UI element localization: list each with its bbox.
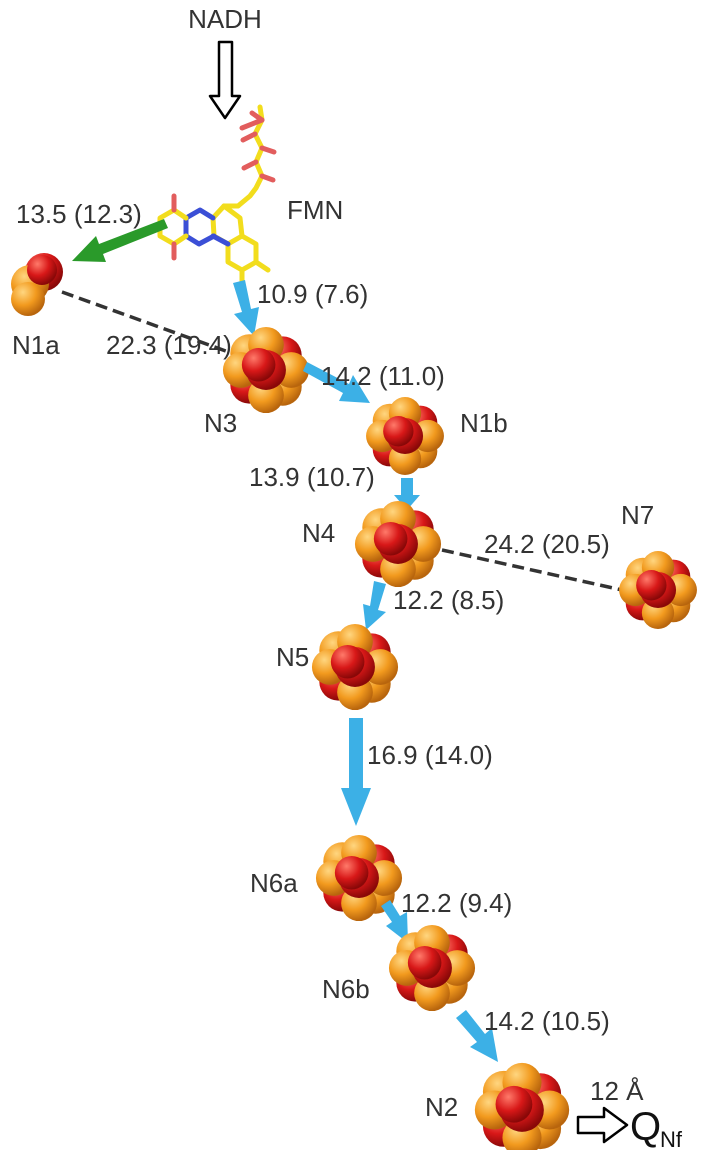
- n3-cluster: [222, 326, 310, 414]
- n4-cluster: [354, 500, 442, 588]
- n6a-label: N6a: [250, 868, 298, 898]
- n5-cluster: [311, 623, 399, 711]
- n6a-to-n6b-arrow: [381, 900, 408, 943]
- nadh-input-arrow: [208, 40, 242, 120]
- n4-n7-distance-line: [441, 548, 623, 592]
- n1a-cluster: [11, 253, 63, 316]
- q-subscript: Nf: [660, 1127, 683, 1150]
- n1a-n3-distance-line: [61, 290, 235, 356]
- fmn-to-n1a-arrow: [72, 219, 168, 262]
- n2-label: N2: [425, 1092, 458, 1122]
- n2-to-q-arrow: [576, 1106, 629, 1144]
- q-label: Q: [630, 1105, 661, 1149]
- n1a-n3-distance: 22.3 (19.4): [106, 330, 232, 360]
- n5-label: N5: [276, 642, 309, 672]
- n5-n6a-distance: 16.9 (14.0): [367, 740, 493, 770]
- fmn-molecule: [157, 104, 277, 287]
- n2-cluster: [474, 1062, 570, 1150]
- fmn-to-n3-arrow: [233, 280, 259, 336]
- n4-n7-distance: 24.2 (20.5): [484, 529, 610, 559]
- nadh-label: NADH: [188, 4, 262, 34]
- n4-n5-distance: 12.2 (8.5): [393, 585, 504, 615]
- fmn-label: FMN: [287, 195, 343, 225]
- fmn-n1a-distance: 13.5 (12.3): [16, 199, 142, 229]
- n3-label: N3: [204, 408, 237, 438]
- n6b-n2-distance: 14.2 (10.5): [484, 1006, 610, 1036]
- n1b-n4-distance: 13.9 (10.7): [249, 462, 375, 492]
- n1b-cluster: [366, 397, 444, 475]
- n1a-label: N1a: [12, 330, 60, 360]
- n4-to-n5-arrow: [363, 581, 386, 630]
- n6b-cluster: [388, 924, 476, 1012]
- fmn-n3-distance: 10.9 (7.6): [257, 279, 368, 309]
- n6a-n6b-distance: 12.2 (9.4): [401, 888, 512, 918]
- n2-q-distance: 12 Å: [590, 1076, 644, 1106]
- n7-label: N7: [621, 500, 654, 530]
- n4-label: N4: [302, 518, 335, 548]
- n6b-to-n2-arrow: [456, 1010, 498, 1062]
- n3-n1b-distance: 14.2 (11.0): [321, 361, 445, 391]
- n7-cluster: [619, 551, 697, 629]
- n6b-label: N6b: [322, 974, 370, 1004]
- n1b-label: N1b: [460, 408, 508, 438]
- n5-to-n6a-arrow: [341, 718, 371, 826]
- n3-to-n1b-arrow: [303, 362, 370, 403]
